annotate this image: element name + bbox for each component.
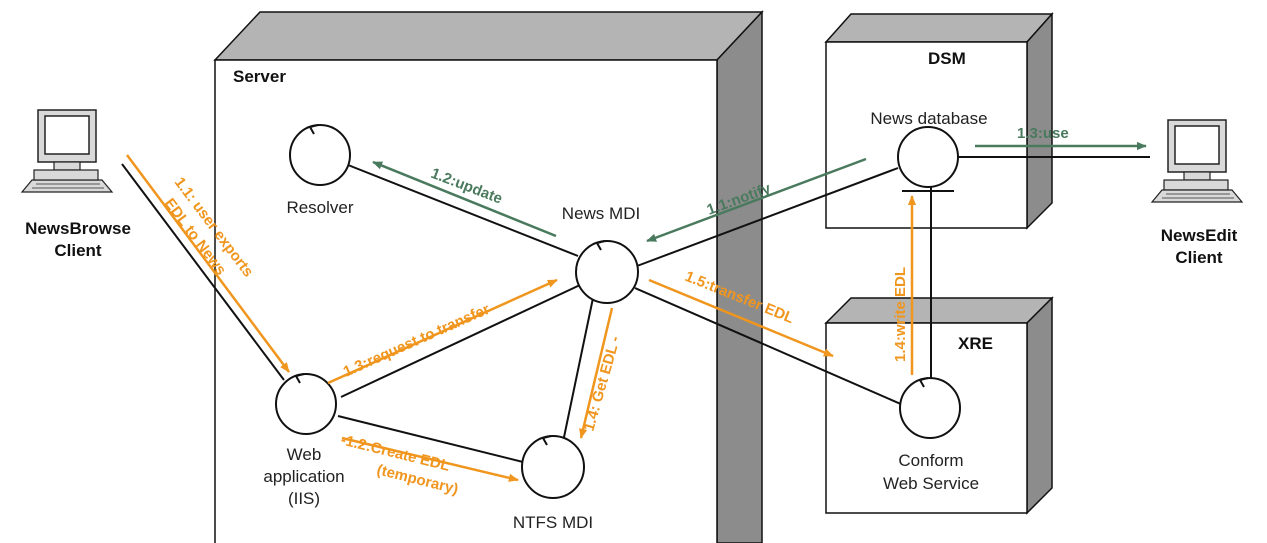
connection-lines bbox=[121, 156, 1150, 464]
arrow-update bbox=[372, 160, 557, 238]
ntfs-mdi-label: NTFS MDI bbox=[513, 513, 593, 532]
news-database-label: News database bbox=[870, 109, 987, 128]
news-database-object: News database bbox=[870, 109, 988, 192]
link-webapp-newsmdi bbox=[340, 284, 581, 398]
conform-web-service-object: Conform Web Service bbox=[883, 377, 979, 493]
link-newsmdi-ntfsmdi bbox=[562, 297, 594, 443]
desktop-computer-icon bbox=[1150, 119, 1244, 203]
newsedit-label-line1: NewsEdit bbox=[1161, 226, 1238, 245]
arrow-user-exports bbox=[125, 154, 291, 373]
web-app-label-line1: Web bbox=[287, 445, 322, 464]
arrow-transfer-edl bbox=[648, 278, 834, 358]
link-newsbrowse-webapp bbox=[121, 163, 285, 381]
newsbrowse-label-line1: NewsBrowse bbox=[25, 219, 131, 238]
newsbrowse-label-line2: Client bbox=[54, 241, 102, 260]
web-application-object: Web application (IIS) bbox=[263, 373, 345, 508]
newsedit-client: NewsEdit Client bbox=[1150, 119, 1244, 267]
web-app-label-line2: application bbox=[263, 467, 344, 486]
active-object-icon bbox=[899, 377, 961, 439]
link-webapp-ntfsmdi bbox=[337, 415, 528, 464]
xre-box-label: XRE bbox=[958, 334, 993, 353]
msg-write-edl: 1.4:write EDL bbox=[892, 267, 909, 362]
active-object-icon bbox=[521, 435, 585, 499]
news-mdi-object: News MDI bbox=[562, 204, 640, 304]
message-arrows bbox=[125, 141, 1147, 482]
dsm-box-label: DSM bbox=[928, 49, 966, 68]
active-object-icon bbox=[275, 373, 337, 435]
ntfs-mdi-object: NTFS MDI bbox=[513, 435, 593, 532]
arrow-request-transfer bbox=[327, 278, 558, 385]
resolver-object: Resolver bbox=[286, 124, 354, 217]
active-object-icon bbox=[897, 126, 959, 188]
msg-use: 1.3:use bbox=[1017, 125, 1069, 142]
arrow-get-edl bbox=[579, 307, 614, 439]
conform-label-line1: Conform bbox=[898, 451, 963, 470]
newsbrowse-client: NewsBrowse Client bbox=[20, 109, 131, 260]
conform-label-line2: Web Service bbox=[883, 474, 979, 493]
active-object-icon bbox=[575, 240, 639, 304]
newsedit-label-line2: Client bbox=[1175, 248, 1223, 267]
web-app-label-line3: (IIS) bbox=[288, 489, 320, 508]
link-newsmdi-newsdb bbox=[636, 167, 899, 267]
resolver-label: Resolver bbox=[286, 198, 353, 217]
arrow-create-edl bbox=[341, 436, 519, 482]
server-box-label: Server bbox=[233, 67, 286, 86]
active-object-icon bbox=[289, 124, 351, 186]
arrow-notify bbox=[646, 157, 867, 243]
link-newsmdi-conform bbox=[634, 287, 904, 406]
desktop-computer-icon bbox=[20, 109, 114, 193]
news-mdi-label: News MDI bbox=[562, 204, 640, 223]
link-resolver-newsmdi bbox=[347, 164, 579, 257]
